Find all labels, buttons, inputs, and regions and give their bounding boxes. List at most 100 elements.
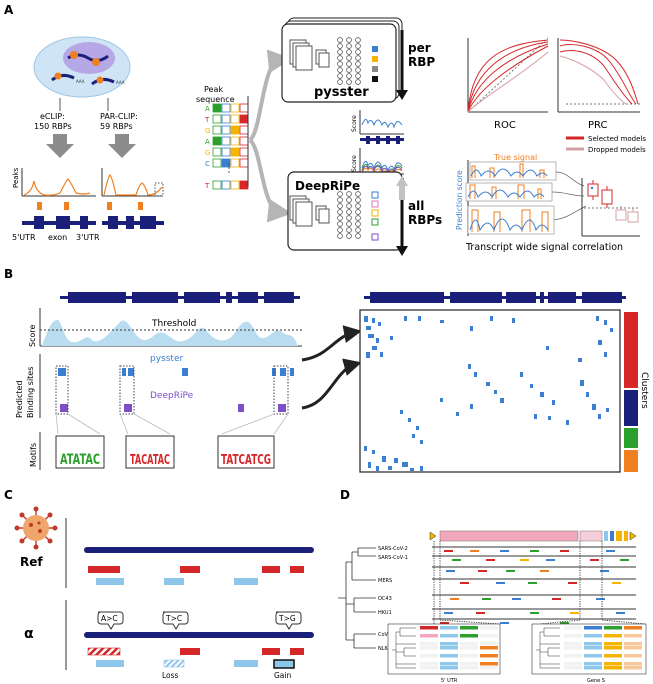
site-mark: [486, 559, 495, 561]
one-hot-cell: [230, 136, 240, 146]
zoom-cell: [460, 666, 478, 670]
binding-cell: [420, 466, 423, 471]
one-hot-cell: [239, 147, 249, 157]
svg-text:AAA: AAA: [76, 79, 85, 84]
base-letter: A: [205, 138, 210, 146]
binding-cell: [380, 352, 383, 357]
binding-cell: [552, 400, 555, 405]
one-hot-cell: [212, 180, 222, 190]
binding-cell: [418, 316, 421, 321]
site-mark: [570, 612, 579, 614]
binding-cell: [420, 440, 423, 444]
neuron: [337, 79, 343, 85]
neuron: [346, 197, 352, 203]
neuron: [346, 227, 352, 233]
one-hot-cell: [221, 136, 231, 146]
binding-cell: [598, 340, 602, 345]
zoom-cell: [564, 666, 582, 670]
utr3-label: 3'UTR: [76, 233, 100, 242]
alpha-sites: [87, 647, 304, 669]
peak-sequence-label-1: Peak: [204, 85, 223, 94]
motif-2: TACATAC: [130, 453, 170, 468]
genome-row: [432, 578, 636, 580]
neuron: [337, 73, 343, 79]
phylogenetic-tree: [338, 547, 376, 649]
strain-6: NL63: [378, 646, 391, 652]
one-hot-cell: [212, 103, 222, 113]
strain-2: MERS: [378, 578, 392, 584]
binding-cell: [364, 446, 367, 451]
per-rbp-label-1: per: [408, 41, 431, 55]
site-mark: [450, 598, 459, 600]
zoom-cell: [420, 666, 438, 670]
binding-cell: [368, 334, 374, 338]
zoom-cell: [480, 646, 498, 650]
binding-cell: [494, 390, 497, 394]
mutation-3: T>G: [278, 614, 296, 623]
site-mark: [478, 570, 487, 572]
panel-a-letter: A: [4, 3, 14, 17]
zoom-table-gene-s: Gene S: [531, 623, 647, 684]
one-hot-cell: [230, 114, 240, 124]
zoom-cell: [584, 626, 602, 630]
site-mark: [552, 598, 561, 600]
neuron: [346, 221, 352, 227]
site-mark: [600, 570, 609, 572]
zoom-cell: [604, 666, 622, 670]
site-mark: [500, 550, 509, 552]
site-mark: [506, 570, 515, 572]
neuron: [337, 61, 343, 67]
zoom-cell: [624, 646, 642, 650]
binding-cell: [416, 426, 419, 430]
predicted-label-1: Predicted: [15, 380, 24, 418]
binding-cell: [604, 320, 607, 325]
zoom-cell: [480, 634, 498, 638]
correlation-title: Transcript wide signal correlation: [465, 242, 623, 253]
panel-b-letter: B: [4, 267, 13, 281]
genome-row: [432, 594, 636, 596]
binding-cell: [548, 416, 551, 420]
zoom-cell: [604, 626, 622, 630]
alpha-genome: [84, 632, 314, 638]
all-rbps-label-2: RBPs: [408, 213, 442, 227]
binding-cell: [376, 466, 379, 471]
zoom-table-utr: 5' UTR: [387, 623, 501, 684]
neuron: [346, 203, 352, 209]
one-hot-cell: [239, 114, 249, 124]
neuron: [355, 221, 361, 227]
deepripe-sites: [60, 404, 286, 412]
neuron: [346, 191, 352, 197]
zoom-cell: [564, 642, 582, 646]
one-hot-cell: [239, 158, 249, 168]
zoom-cell: [584, 642, 602, 646]
zoom-right-label: Gene S: [587, 678, 605, 684]
signal-tracks: [465, 160, 557, 236]
virus-icon: [14, 506, 58, 550]
zoom-cell: [564, 646, 582, 650]
binding-cell: [366, 326, 371, 330]
panel-c-letter: C: [4, 488, 13, 502]
binding-cell: [566, 420, 569, 425]
base-letter: G: [205, 127, 210, 135]
one-hot-cell: [221, 180, 231, 190]
binding-cell: [400, 410, 403, 414]
site-mark: [546, 559, 555, 561]
neuron: [355, 215, 361, 221]
prc-plot: PRC: [557, 38, 640, 131]
binding-cell: [408, 418, 411, 422]
binding-cell: [520, 372, 523, 377]
one-hot-cell: [239, 103, 249, 113]
site-mark: [476, 612, 485, 614]
zoom-cell: [480, 626, 498, 630]
zoom-cell: [460, 642, 478, 646]
base-letter: G: [205, 149, 210, 157]
neuron: [355, 203, 361, 209]
deepripe-model: DeepRiPe: [287, 171, 403, 251]
site-mark: [460, 582, 469, 584]
neuron: [337, 221, 343, 227]
neuron: [355, 37, 361, 43]
zoom-cell: [420, 642, 438, 646]
exon-label: exon: [48, 233, 67, 242]
strain-3: OC43: [378, 596, 392, 602]
